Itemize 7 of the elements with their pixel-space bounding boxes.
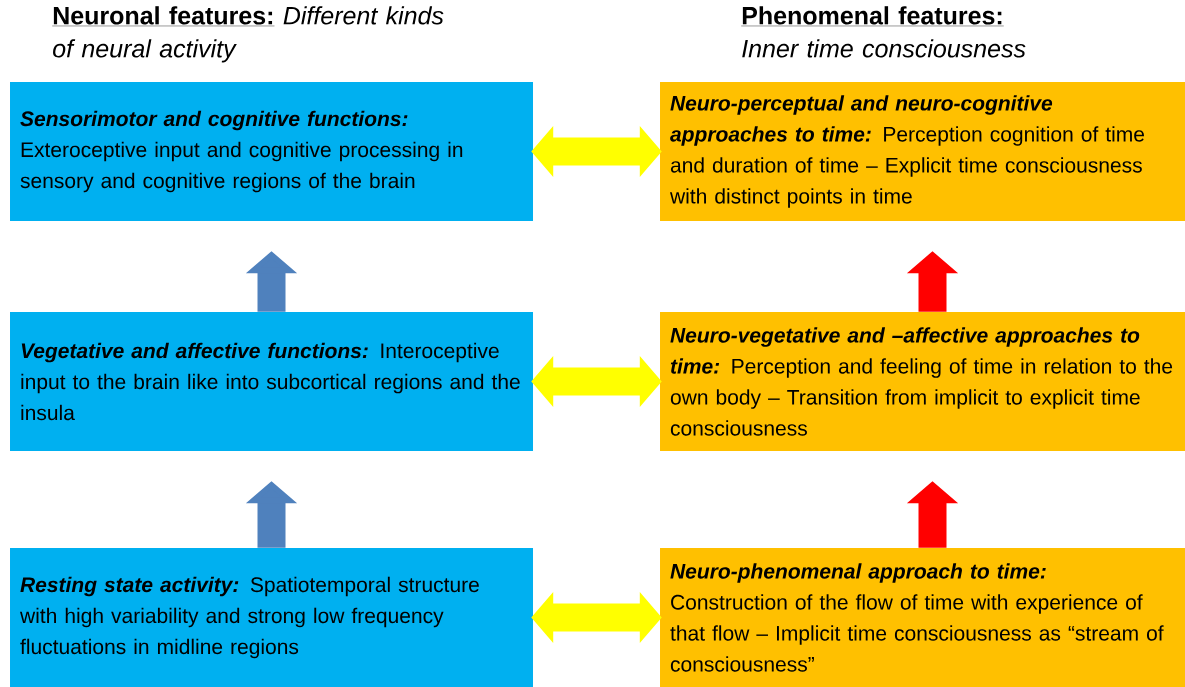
text-box: Sensorimotor and cognitive functions: Exteroceptive input and cognitive processing in sensory and cognitive regions of the brain <box>10 82 533 221</box>
text-box: Neuro-perceptual and neuro-cognitive approaches to time: Perception cognition of time and duration of time – Explicit time consciousness with distinct points in time <box>660 82 1185 221</box>
text-box: Resting state activity: Spatiotemporal structure with high variability and strong low frequency fluctuations in midline regions <box>10 548 533 687</box>
text-box: Vegetative and affective functions: Interoceptive input to the brain like into subcortical regions and the insula <box>10 312 533 451</box>
text-box: Neuro-vegetative and –affective approaches to time: Perception and feeling of time in relation to the own body – Transition from implicit to explicit time consciousness <box>660 312 1185 451</box>
text-box: Neuro-phenomenal approach to time: Construction of the flow of time with experience of that flow – Implicit time consciousness as “stream of consciousness” <box>660 548 1185 687</box>
column-heading: Phenomenal features: Inner time consciousness <box>741 6 1026 58</box>
